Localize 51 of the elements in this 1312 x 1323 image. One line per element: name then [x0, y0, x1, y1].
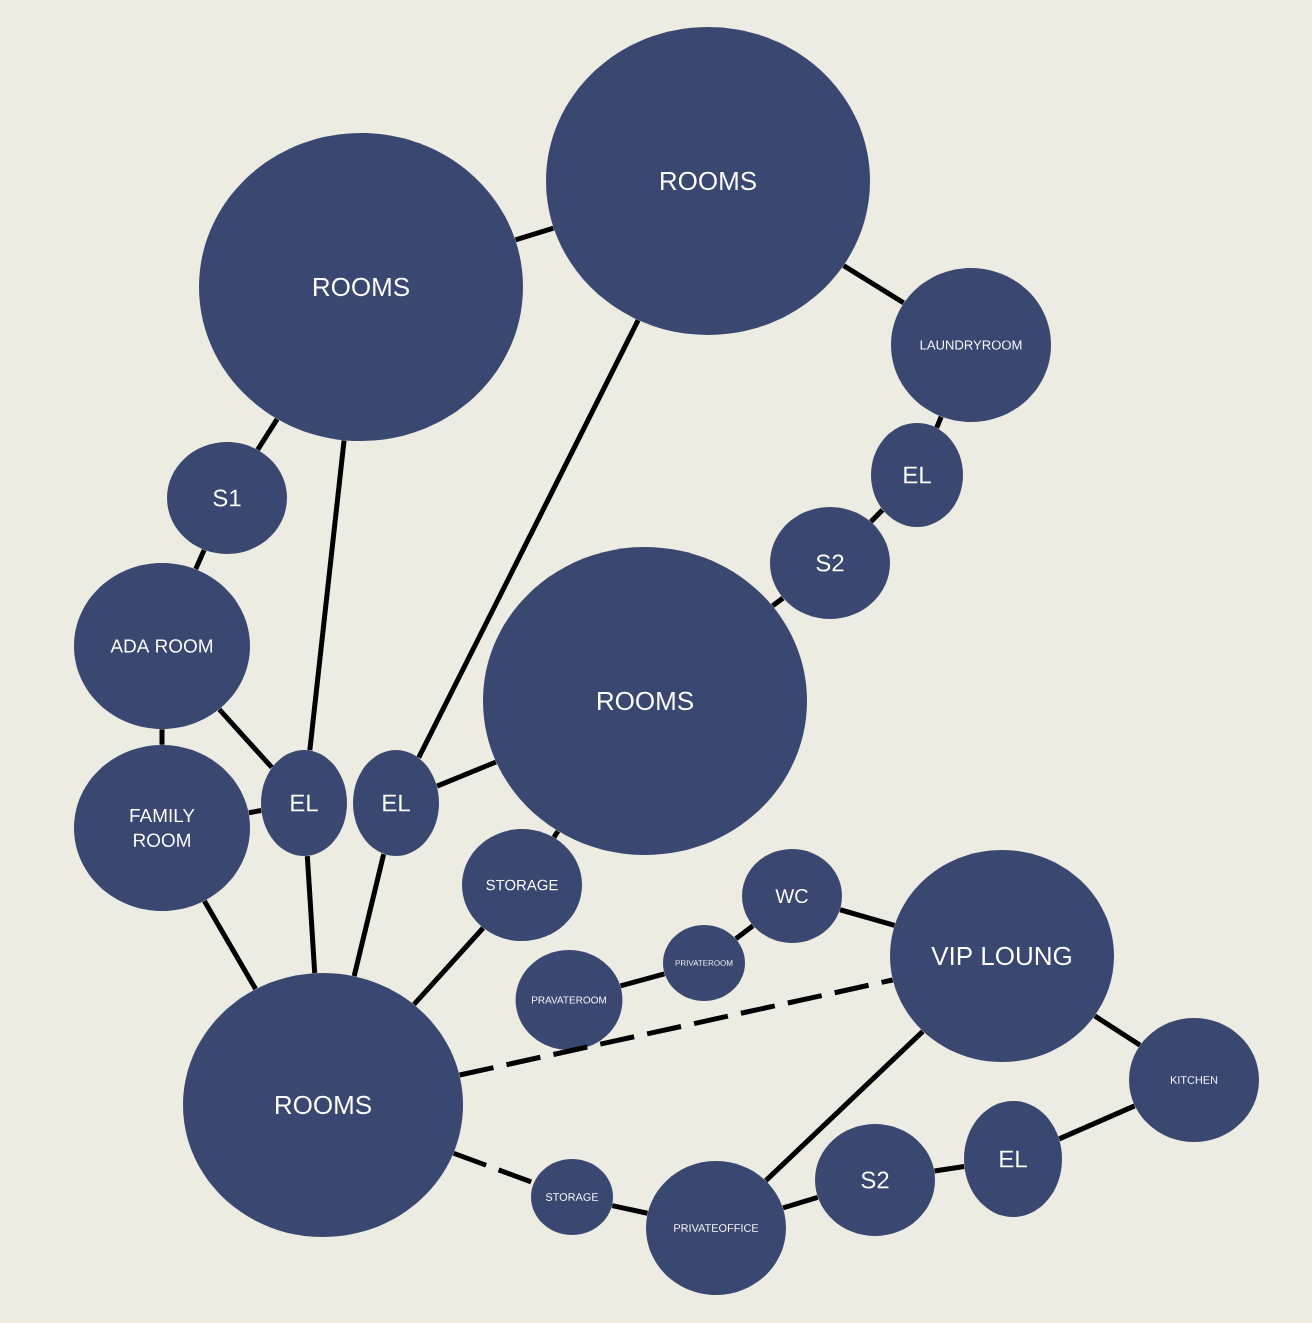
connector-line	[193, 549, 207, 571]
connector-line	[459, 977, 894, 1078]
room-bubble: S2	[770, 507, 890, 619]
connector-line	[248, 808, 262, 816]
connector-line	[782, 1194, 819, 1211]
connector-line	[734, 923, 755, 941]
room-bubble: EL	[871, 423, 963, 527]
room-bubble: ROOMS	[546, 27, 870, 335]
room-bubble: LAUNDRYROOM	[891, 268, 1051, 422]
connector-line	[1058, 1103, 1136, 1142]
room-bubble: EL	[353, 750, 439, 856]
connector-line	[217, 707, 274, 770]
room-bubble: EL	[964, 1101, 1062, 1217]
connector-line	[304, 855, 318, 974]
room-bubble: EL	[261, 750, 347, 856]
connector-line	[452, 1150, 535, 1186]
connector-line	[611, 1203, 648, 1216]
room-bubble: WC	[742, 849, 842, 943]
room-bubble: KITCHEN	[1129, 1018, 1259, 1142]
connector-line	[255, 417, 280, 451]
connector-line	[842, 263, 905, 306]
connector-line	[934, 415, 944, 429]
connector-line	[869, 508, 885, 524]
connector-line	[619, 971, 666, 989]
connector-line	[551, 829, 561, 839]
room-bubble: S2	[815, 1124, 935, 1236]
connector-line	[351, 853, 387, 977]
room-bubble: FAMILY ROOM	[74, 745, 250, 911]
connector-line	[514, 225, 555, 243]
connector-line	[771, 596, 785, 608]
connector-line	[764, 1029, 925, 1183]
room-bubble: STORAGE	[462, 829, 582, 941]
room-bubble: ROOMS	[199, 133, 523, 441]
room-bubble: PRAVATEROOM	[515, 950, 623, 1050]
room-bubble: ROOMS	[483, 547, 807, 855]
connector-line	[412, 926, 485, 1007]
connector-line	[307, 440, 347, 751]
room-bubble: PRIVATEOFFICE	[646, 1161, 786, 1295]
connector-line	[1093, 1013, 1142, 1048]
room-bubble: S1	[167, 442, 287, 554]
connector-line	[934, 1163, 965, 1174]
connector-line	[159, 729, 165, 745]
room-bubble: VIP LOUNG	[890, 850, 1114, 1062]
connector-line	[839, 907, 896, 928]
connector-line	[202, 899, 258, 991]
connector-line	[416, 319, 641, 759]
room-bubble: ROOMS	[183, 973, 463, 1237]
connector-line	[436, 759, 497, 789]
room-bubble: ADA ROOM	[74, 563, 250, 729]
room-bubble: PRIVATEROOM	[663, 925, 745, 1001]
room-bubble: STORAGE	[531, 1159, 613, 1235]
